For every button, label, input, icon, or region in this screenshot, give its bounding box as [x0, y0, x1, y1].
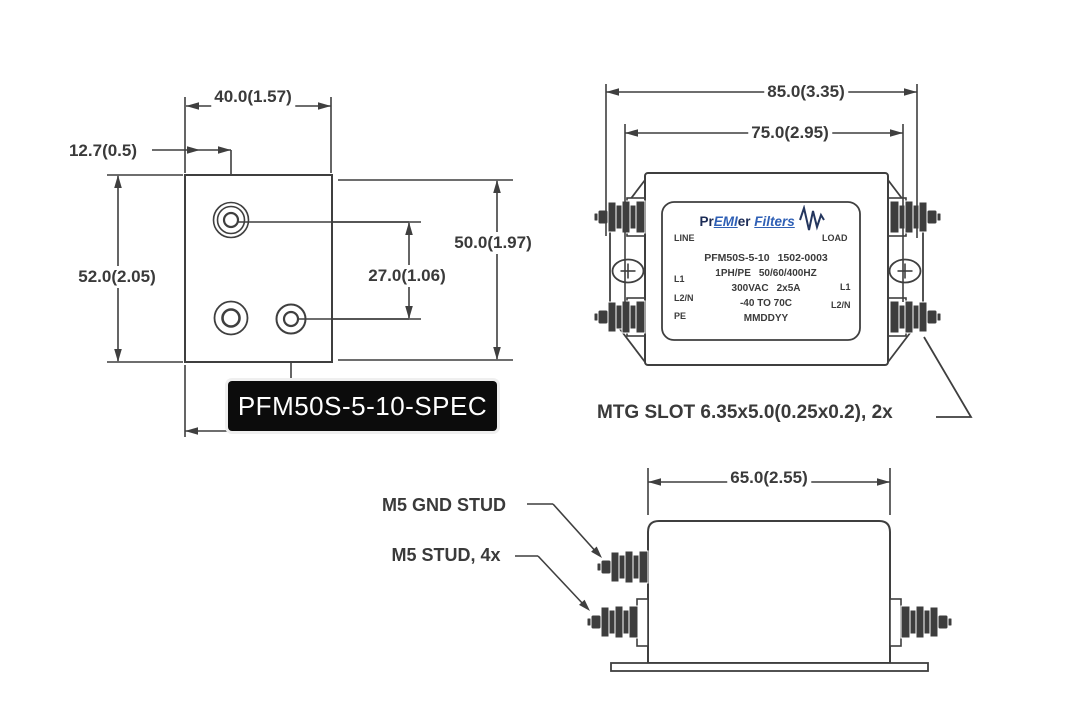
dim-hole-offset: 12.7(0.5)	[65, 140, 141, 162]
terminal-l1: L1	[840, 282, 851, 292]
end-plate-outline	[184, 174, 333, 363]
plan-view-mounting-slots	[611, 258, 922, 284]
waveform-icon	[798, 205, 825, 231]
load-side-terminals: L1 L2/N	[831, 279, 851, 314]
phase: 1PH/PE	[715, 268, 751, 279]
spec-link-overlay[interactable]: PFM50S-5-10-SPEC	[228, 381, 497, 431]
frequency: 50/60/400HZ	[758, 268, 817, 279]
mtg-slot-note: MTG SLOT 6.35x5.0(0.25x0.2), 2x	[597, 402, 893, 423]
model-serial-line: PFM50S-5-10 1502-0003	[682, 251, 850, 266]
line-side-terminals: L1 L2/N PE	[674, 270, 694, 326]
temp-range-line: -40 TO 70C	[739, 298, 793, 309]
dim-slot-spacing: 75.0(2.95)	[748, 122, 832, 144]
terminal-l2n: L2/N	[674, 292, 694, 303]
dim-plate-height: 52.0(2.05)	[75, 266, 159, 288]
date-code-line: MMDDYY	[743, 313, 789, 324]
plan-view-body	[644, 172, 889, 366]
side-view-arrowheads	[579, 478, 890, 611]
terminal-l1: L1	[674, 274, 685, 284]
gnd-stud-callout: M5 GND STUD	[381, 495, 507, 515]
logo-pr: Pr	[699, 214, 714, 229]
logo-er: er	[737, 214, 751, 229]
logo-filters: Filters	[754, 214, 795, 229]
dim-hole-spacing: 27.0(1.06)	[365, 265, 449, 287]
serial-number: 1502-0003	[777, 252, 828, 264]
dim-body-height: 50.0(1.97)	[451, 232, 535, 254]
dim-overall-width: 85.0(3.35)	[764, 81, 848, 103]
voltage-current-line: 300VAC 2x5A	[682, 281, 850, 296]
end-view-arrowheads	[114, 102, 501, 435]
phase-frequency-line: 1PH/PE 50/60/400HZ	[682, 266, 850, 281]
logo-emi: EMI	[713, 214, 738, 229]
premier-filters-logo: PrEMIer Filters	[664, 205, 860, 233]
terminal-pe: PE	[674, 311, 687, 321]
dim-plate-width: 40.0(1.57)	[211, 86, 295, 108]
side-view-body	[610, 520, 929, 672]
load-marking: LOAD	[822, 233, 848, 243]
label-spec-text: PFM50S-5-10 1502-0003 1PH/PE 50/60/400HZ 3…	[682, 251, 850, 326]
voltage: 300VAC	[731, 283, 769, 294]
line-marking: LINE	[674, 233, 695, 243]
model-number: PFM50S-5-10	[704, 252, 770, 264]
terminal-l2n: L2/N	[831, 299, 851, 310]
stud-callout: M5 STUD, 4x	[391, 545, 501, 565]
dim-body-width: 65.0(2.55)	[727, 467, 811, 489]
current: 2x5A	[776, 283, 801, 294]
plan-view-arrowheads	[606, 88, 917, 137]
